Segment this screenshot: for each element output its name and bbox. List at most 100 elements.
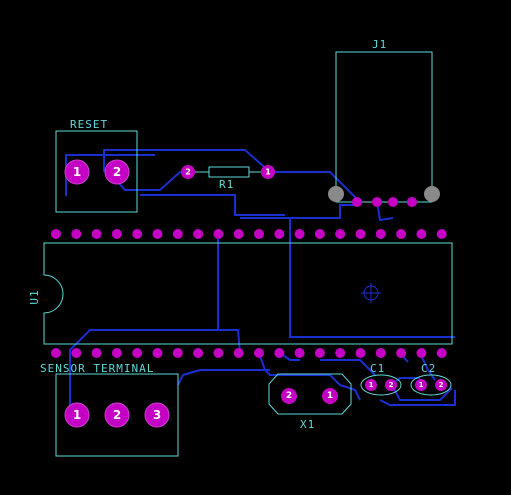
c1-outline bbox=[360, 374, 402, 396]
u1-bottom-pad bbox=[51, 348, 61, 358]
c2-pin-1-label: 1 bbox=[419, 381, 424, 389]
r1-pin-1-label: 1 bbox=[265, 168, 271, 177]
u1-bottom-pad bbox=[233, 348, 244, 358]
u1-top-pad bbox=[152, 229, 163, 239]
u1-top-pad bbox=[375, 229, 386, 239]
c2-pin-2-label: 2 bbox=[439, 381, 444, 389]
u1-top-pad bbox=[91, 229, 102, 239]
sensor-outline bbox=[55, 373, 179, 457]
j1-pad bbox=[407, 197, 417, 207]
u1-top-pad bbox=[335, 229, 346, 239]
u1-top-pad bbox=[193, 229, 204, 239]
u1-bottom-pad bbox=[294, 348, 305, 358]
reset-designator: RESET bbox=[70, 118, 108, 131]
u1-bottom-pad bbox=[132, 348, 143, 358]
u1-bottom-pad bbox=[335, 348, 346, 358]
u1-top-pad bbox=[355, 229, 366, 239]
j1-mount-hole-left bbox=[328, 186, 344, 202]
u1-bottom-pad bbox=[172, 348, 183, 358]
c2-capacitor: C2 1 2 bbox=[410, 362, 452, 396]
u1-top-pad bbox=[254, 229, 264, 239]
u1-bottom-pad-row bbox=[51, 348, 447, 358]
u1-bottom-pad bbox=[254, 348, 264, 358]
sensor-designator: SENSOR TERMINAL bbox=[40, 362, 154, 375]
reset-pin-1-label: 1 bbox=[73, 165, 81, 179]
x1-crystal: X1 2 1 bbox=[268, 373, 352, 431]
sensor-pad-1 bbox=[64, 402, 90, 428]
j1-designator: J1 bbox=[372, 38, 387, 51]
r1-pin-2-label: 2 bbox=[185, 168, 191, 177]
r1-pad-1 bbox=[261, 165, 275, 179]
u1-top-pad bbox=[111, 229, 122, 239]
u1-bottom-pad bbox=[152, 348, 163, 358]
u1-bottom-pad bbox=[111, 348, 122, 358]
u1-top-pad bbox=[396, 229, 407, 239]
j1-pad bbox=[372, 197, 382, 207]
reset-pad-2 bbox=[104, 159, 130, 185]
r1-resistor: R1 2 1 bbox=[181, 165, 275, 191]
u1-top-pad bbox=[132, 229, 143, 239]
j1-mount-hole-right bbox=[424, 186, 440, 202]
reset-pad-1 bbox=[64, 159, 90, 185]
c1-pin-2-label: 2 bbox=[389, 381, 394, 389]
u1-bottom-pad bbox=[436, 348, 447, 358]
j1-pad bbox=[388, 197, 398, 207]
sensor-pad-3 bbox=[144, 402, 170, 428]
sensor-terminal: SENSOR TERMINAL 1 2 3 bbox=[40, 362, 179, 457]
c2-pad-1 bbox=[415, 379, 427, 391]
u1-top-pad bbox=[233, 229, 244, 239]
u1-top-pad bbox=[71, 229, 82, 239]
x1-designator: X1 bbox=[300, 418, 315, 431]
sensor-pad-2 bbox=[104, 402, 130, 428]
u1-designator: U1 bbox=[28, 289, 41, 304]
x1-pin-2-label: 2 bbox=[286, 391, 292, 401]
u1-top-pad bbox=[213, 229, 224, 239]
sensor-pin-2-label: 2 bbox=[113, 408, 121, 422]
u1-top-pad bbox=[416, 229, 427, 239]
u1-top-pad bbox=[172, 229, 183, 239]
c1-pad-2 bbox=[385, 379, 397, 391]
u1-bottom-pad bbox=[375, 348, 386, 358]
u1-bottom-pad bbox=[396, 348, 407, 358]
u1-bottom-pad bbox=[314, 348, 325, 358]
u1-bottom-pad bbox=[213, 348, 224, 358]
reset-switch: RESET 1 2 bbox=[55, 118, 138, 213]
x1-pin-1-label: 1 bbox=[327, 391, 333, 401]
sensor-pin-1-label: 1 bbox=[73, 408, 81, 422]
j1-pad bbox=[352, 197, 362, 207]
u1-top-pad bbox=[314, 229, 325, 239]
u1-outline bbox=[43, 242, 453, 345]
u1-top-pad bbox=[436, 229, 447, 239]
x1-pad-2 bbox=[281, 388, 297, 404]
c1-designator: C1 bbox=[370, 362, 385, 375]
c1-pad-1 bbox=[365, 379, 377, 391]
r1-body bbox=[208, 166, 250, 178]
u1-bottom-pad bbox=[355, 348, 366, 358]
u1-bottom-pad bbox=[416, 348, 427, 358]
c2-pad-2 bbox=[435, 379, 447, 391]
u1-top-pad bbox=[274, 229, 285, 239]
copper-traces bbox=[65, 149, 456, 415]
u1-bottom-pad bbox=[274, 348, 285, 358]
u1-bottom-pad bbox=[71, 348, 82, 358]
c1-pin-1-label: 1 bbox=[369, 381, 374, 389]
c2-outline bbox=[410, 374, 452, 396]
u1-top-pad-row bbox=[51, 229, 447, 239]
u1-bottom-pad bbox=[91, 348, 102, 358]
u1-center-mark bbox=[361, 283, 381, 303]
sensor-pin-3-label: 3 bbox=[153, 408, 161, 422]
x1-pad-1 bbox=[322, 388, 338, 404]
u1-ic: U1 bbox=[28, 229, 453, 358]
reset-pin-2-label: 2 bbox=[113, 165, 121, 179]
x1-outline bbox=[268, 373, 352, 415]
r1-pad-2 bbox=[181, 165, 195, 179]
u1-top-pad bbox=[294, 229, 305, 239]
r1-designator: R1 bbox=[219, 178, 234, 191]
c1-capacitor: C1 1 2 bbox=[360, 362, 402, 396]
reset-outline bbox=[55, 130, 138, 213]
j1-outline bbox=[335, 51, 433, 203]
c2-designator: C2 bbox=[421, 362, 436, 375]
u1-top-pad bbox=[51, 229, 61, 239]
j1-connector: J1 bbox=[328, 38, 440, 207]
